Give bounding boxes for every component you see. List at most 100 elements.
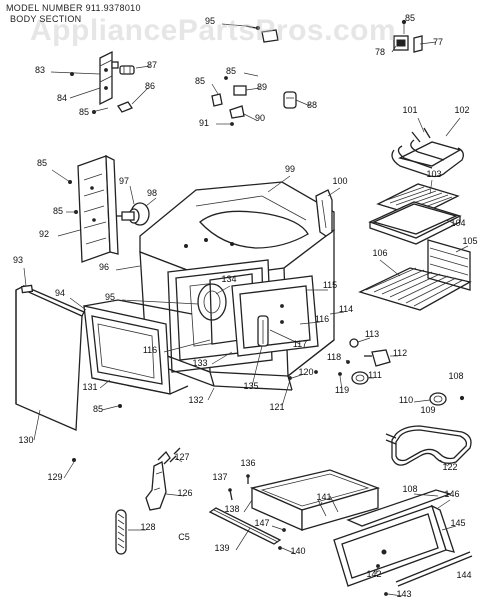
clip-140-147 xyxy=(278,528,286,550)
part-label-101: 101 xyxy=(402,105,417,115)
part-label-145: 145 xyxy=(450,518,465,528)
watermark-logo: AppliancePartsPros.com xyxy=(30,14,397,47)
part-label-128: 128 xyxy=(140,522,155,532)
hinge-127 xyxy=(169,447,181,463)
part-label-87: 87 xyxy=(147,60,157,70)
part-label-143: 143 xyxy=(396,589,411,599)
part-label-85: 85 xyxy=(79,107,89,117)
door-panel-131 xyxy=(83,299,193,395)
screw-136-137 xyxy=(228,474,250,501)
part-label-93: 93 xyxy=(13,255,23,265)
part-label-114: 114 xyxy=(339,304,353,314)
part-label-116: 116 xyxy=(315,314,329,324)
part-label-85: 85 xyxy=(195,76,205,86)
part-label-88: 88 xyxy=(307,100,317,110)
broil-pan-104 xyxy=(368,201,462,245)
part-label-115: 115 xyxy=(323,280,337,290)
oven-liner-117 xyxy=(231,275,319,357)
part-label-130: 130 xyxy=(18,435,33,445)
bracket-83-84 xyxy=(99,50,113,106)
part-label-141: 141 xyxy=(316,492,331,502)
receptacle-112 xyxy=(364,349,391,367)
part-label-137: 137 xyxy=(212,472,227,482)
part-label-77: 77 xyxy=(433,37,443,47)
screw-85-top xyxy=(245,25,279,43)
part-label-126: 126 xyxy=(177,488,192,498)
part-label-C5: C5 xyxy=(178,532,190,542)
part-label-99: 99 xyxy=(285,164,295,174)
part-label-85: 85 xyxy=(226,66,236,76)
part-label-116: 116 xyxy=(143,345,157,355)
gasket-146 xyxy=(346,489,453,527)
part-label-89: 89 xyxy=(257,82,267,92)
part-label-127: 127 xyxy=(174,452,189,462)
part-label-95: 95 xyxy=(205,16,215,26)
part-label-122: 122 xyxy=(442,462,457,472)
part-label-110: 110 xyxy=(399,395,413,405)
part-label-94: 94 xyxy=(55,288,65,298)
part-label-135: 135 xyxy=(243,381,258,391)
oven-door-130 xyxy=(15,284,85,431)
part-label-132: 132 xyxy=(188,395,203,405)
part-label-117: 117 xyxy=(293,339,307,349)
part-label-121: 121 xyxy=(269,402,284,412)
part-label-118: 118 xyxy=(327,352,341,362)
part-label-113: 113 xyxy=(365,329,379,339)
part-label-91: 91 xyxy=(199,118,209,128)
part-label-140: 140 xyxy=(290,546,305,556)
oven-rack-106 xyxy=(358,267,472,311)
part-label-111: 111 xyxy=(368,370,382,380)
switch-78-77 xyxy=(393,19,423,53)
thermostat-98 xyxy=(116,202,150,226)
part-label-86: 86 xyxy=(145,81,155,91)
part-label-139: 139 xyxy=(214,543,229,553)
part-label-112: 112 xyxy=(393,348,407,358)
hinge-spring-128 xyxy=(115,509,127,555)
drawer-141 xyxy=(249,469,381,531)
part-label-92: 92 xyxy=(39,229,49,239)
part-label-136: 136 xyxy=(240,458,255,468)
part-label-108: 108 xyxy=(402,484,417,494)
rack-guide-105 xyxy=(427,239,471,291)
part-label-129: 129 xyxy=(47,472,62,482)
connector-90 xyxy=(211,93,245,126)
model-number-line: MODEL NUMBER 911.9378010 xyxy=(6,3,141,13)
drawer-front-145 xyxy=(333,504,455,587)
part-label-97: 97 xyxy=(119,176,129,186)
connector-89 xyxy=(224,76,247,96)
part-label-96: 96 xyxy=(99,262,109,272)
drawer-slide-139 xyxy=(208,507,282,545)
leader-lines xyxy=(23,23,469,597)
part-label-120: 120 xyxy=(298,367,313,377)
part-label-85: 85 xyxy=(405,13,415,23)
part-label-146: 146 xyxy=(444,489,459,499)
part-label-104: 104 xyxy=(450,218,465,228)
part-label-144: 144 xyxy=(456,570,471,580)
part-label-85: 85 xyxy=(53,206,63,216)
ring-111 xyxy=(351,371,369,385)
part-label-98: 98 xyxy=(147,188,157,198)
part-label-147: 147 xyxy=(254,518,269,528)
bake-element-122 xyxy=(385,425,472,466)
switch-88 xyxy=(283,91,297,109)
control-panel-92 xyxy=(77,154,119,263)
part-label-133: 133 xyxy=(192,358,207,368)
part-label-105: 105 xyxy=(462,236,477,246)
part-label-106: 106 xyxy=(372,248,387,258)
part-label-102: 102 xyxy=(454,105,469,115)
broil-element-101 xyxy=(391,127,464,178)
part-label-90: 90 xyxy=(255,113,265,123)
trim-144 xyxy=(395,551,473,587)
part-label-108: 108 xyxy=(448,371,463,381)
lamp-socket-87 xyxy=(111,61,135,75)
part-label-119: 119 xyxy=(335,385,349,395)
part-label-85: 85 xyxy=(93,404,103,414)
hinge-126 xyxy=(145,450,171,511)
lamp-113 xyxy=(349,338,359,348)
clip-86 xyxy=(117,101,133,113)
section-title: BODY SECTION xyxy=(10,14,82,24)
screw-118-119 xyxy=(288,360,350,380)
part-label-100: 100 xyxy=(332,176,347,186)
